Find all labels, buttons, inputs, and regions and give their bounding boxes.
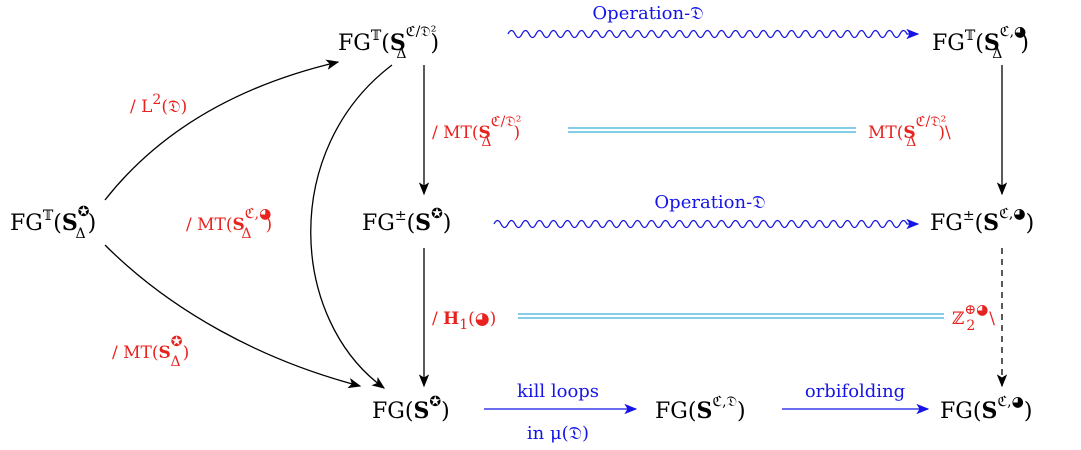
- svg-text:FG𝕋(Sℭ,◕Δ): FG𝕋(Sℭ,◕Δ): [932, 24, 1029, 62]
- svg-text:FG±(Sℭ,◕): FG±(Sℭ,◕): [930, 206, 1034, 236]
- node-fg-pm-s-star: FG±(S✪): [362, 206, 451, 236]
- wavy-arrow-operation-top: [507, 28, 920, 40]
- node-fg-pm-s-c-yy: FG±(Sℭ,◕): [930, 206, 1034, 236]
- node-fg-t-s-c-yy: FG𝕋(Sℭ,◕Δ): [932, 24, 1029, 62]
- equality-lines-top: [568, 127, 856, 133]
- label-mt-bottom-left: / MT(S✪Δ): [112, 334, 189, 370]
- curve-arrow-left-to-bottom: [104, 244, 362, 389]
- svg-text:FG𝕋(Sℭ/𝔇²Δ): FG𝕋(Sℭ/𝔇²Δ): [338, 24, 439, 62]
- svg-text:FG±(S✪): FG±(S✪): [362, 206, 451, 236]
- svg-text:FG(Sℭ,◕): FG(Sℭ,◕): [940, 394, 1032, 424]
- label-mt-curve: / MT(Sℭ,◕Δ): [186, 206, 272, 242]
- wavy-arrow-operation-mid: [493, 218, 920, 230]
- node-fg-s-c-d: FG(Sℭ,𝔇): [655, 394, 746, 424]
- label-operation-mid: Operation-𝔇: [654, 192, 765, 213]
- label-l2-d: / L2(𝔇): [130, 92, 187, 117]
- label-orbifolding: orbifolding: [805, 381, 905, 402]
- label-h1-yy: / H1(◕): [432, 309, 496, 333]
- node-fg-s-c-yy: FG(Sℭ,◕): [940, 394, 1032, 424]
- label-in-mu-d: in μ(𝔇): [527, 423, 589, 444]
- equality-lines-bottom: [518, 313, 944, 319]
- node-fg-t-s-star: FG𝕋(S✪Δ): [10, 204, 96, 242]
- svg-text:FG(S✪): FG(S✪): [372, 394, 450, 424]
- svg-text:FG𝕋(S✪Δ): FG𝕋(S✪Δ): [10, 204, 96, 242]
- curve-arrow-top-to-bottom: [310, 64, 393, 389]
- curve-arrow-left-to-top: [104, 59, 340, 201]
- node-fg-s-star: FG(S✪): [372, 394, 450, 424]
- label-z2-oplus-yy: ℤ⊕◕2\: [952, 302, 995, 334]
- svg-text:FG(Sℭ,𝔇): FG(Sℭ,𝔇): [655, 394, 746, 424]
- label-operation-top: Operation-𝔇: [592, 3, 703, 24]
- label-kill-loops: kill loops: [517, 381, 599, 402]
